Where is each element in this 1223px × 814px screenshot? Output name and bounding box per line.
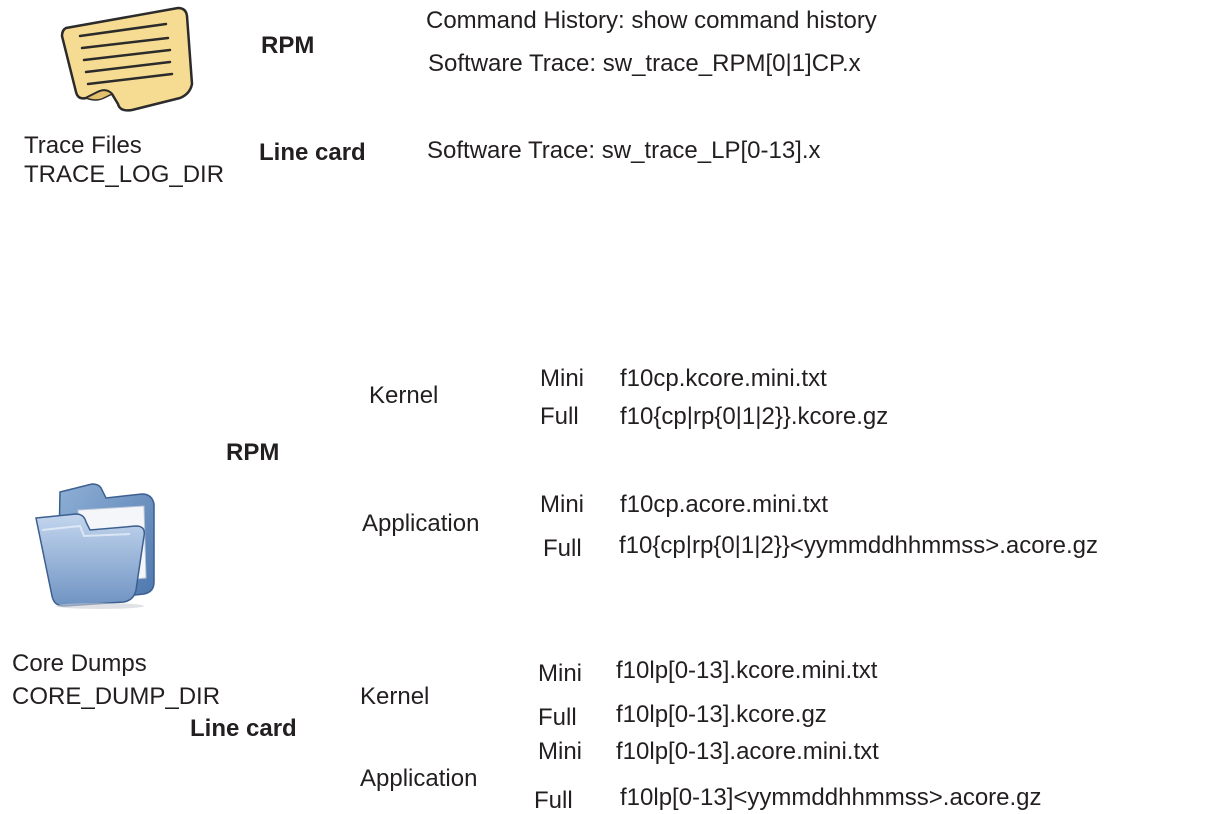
rpm-kernel-label: Kernel [369,382,439,409]
line-card-kernel-full-file: f10lp[0-13].kcore.gz [616,701,827,728]
core-line-card-label: Line card [190,715,297,742]
line-card-application-full-file: f10lp[0-13]<yymmddhhmmss>.acore.gz [620,784,1042,811]
rpm-software-trace: Software Trace: sw_trace_RPM[0|1]CP.x [428,50,861,77]
rpm-kernel-full-label: Full [540,403,579,430]
line-card-software-trace: Software Trace: sw_trace_LP[0-13].x [427,137,821,164]
folder-icon [30,478,164,610]
rpm-kernel-full-file: f10{cp|rp{0|1|2}}.kcore.gz [620,403,889,430]
line-card-kernel-mini-label: Mini [538,660,583,687]
rpm-application-full-file: f10{cp|rp{0|1|2}}<yymmddhhmmss>.acore.gz [619,532,1098,559]
line-card-application-mini-label: Mini [538,738,583,765]
rpm-command-history: Command History: show command history [426,7,877,34]
rpm-kernel-mini-label: Mini [540,365,585,392]
line-card-kernel-label: Kernel [360,683,430,710]
rpm-application-label: Application [362,510,480,537]
trace-log-dir: TRACE_LOG_DIR [24,161,225,188]
core-rpm-label: RPM [226,439,280,466]
trace-files-title: Trace Files [24,132,142,159]
rpm-application-mini-label: Mini [540,491,585,518]
rpm-application-mini-file: f10cp.acore.mini.txt [620,491,829,518]
line-card-application-mini-file: f10lp[0-13].acore.mini.txt [616,738,879,765]
core-dump-dir: CORE_DUMP_DIR [12,683,221,710]
line-card-kernel-mini-file: f10lp[0-13].kcore.mini.txt [616,657,878,684]
rpm-application-full-label: Full [543,535,582,562]
core-dumps-title: Core Dumps [12,650,147,677]
line-card-application-label: Application [360,765,478,792]
notepad-icon [52,2,202,118]
rpm-kernel-mini-file: f10cp.kcore.mini.txt [620,365,827,392]
line-card-application-full-label: Full [534,787,573,814]
trace-line-card-label: Line card [259,139,366,166]
line-card-kernel-full-label: Full [538,704,577,731]
trace-rpm-label: RPM [261,32,315,59]
